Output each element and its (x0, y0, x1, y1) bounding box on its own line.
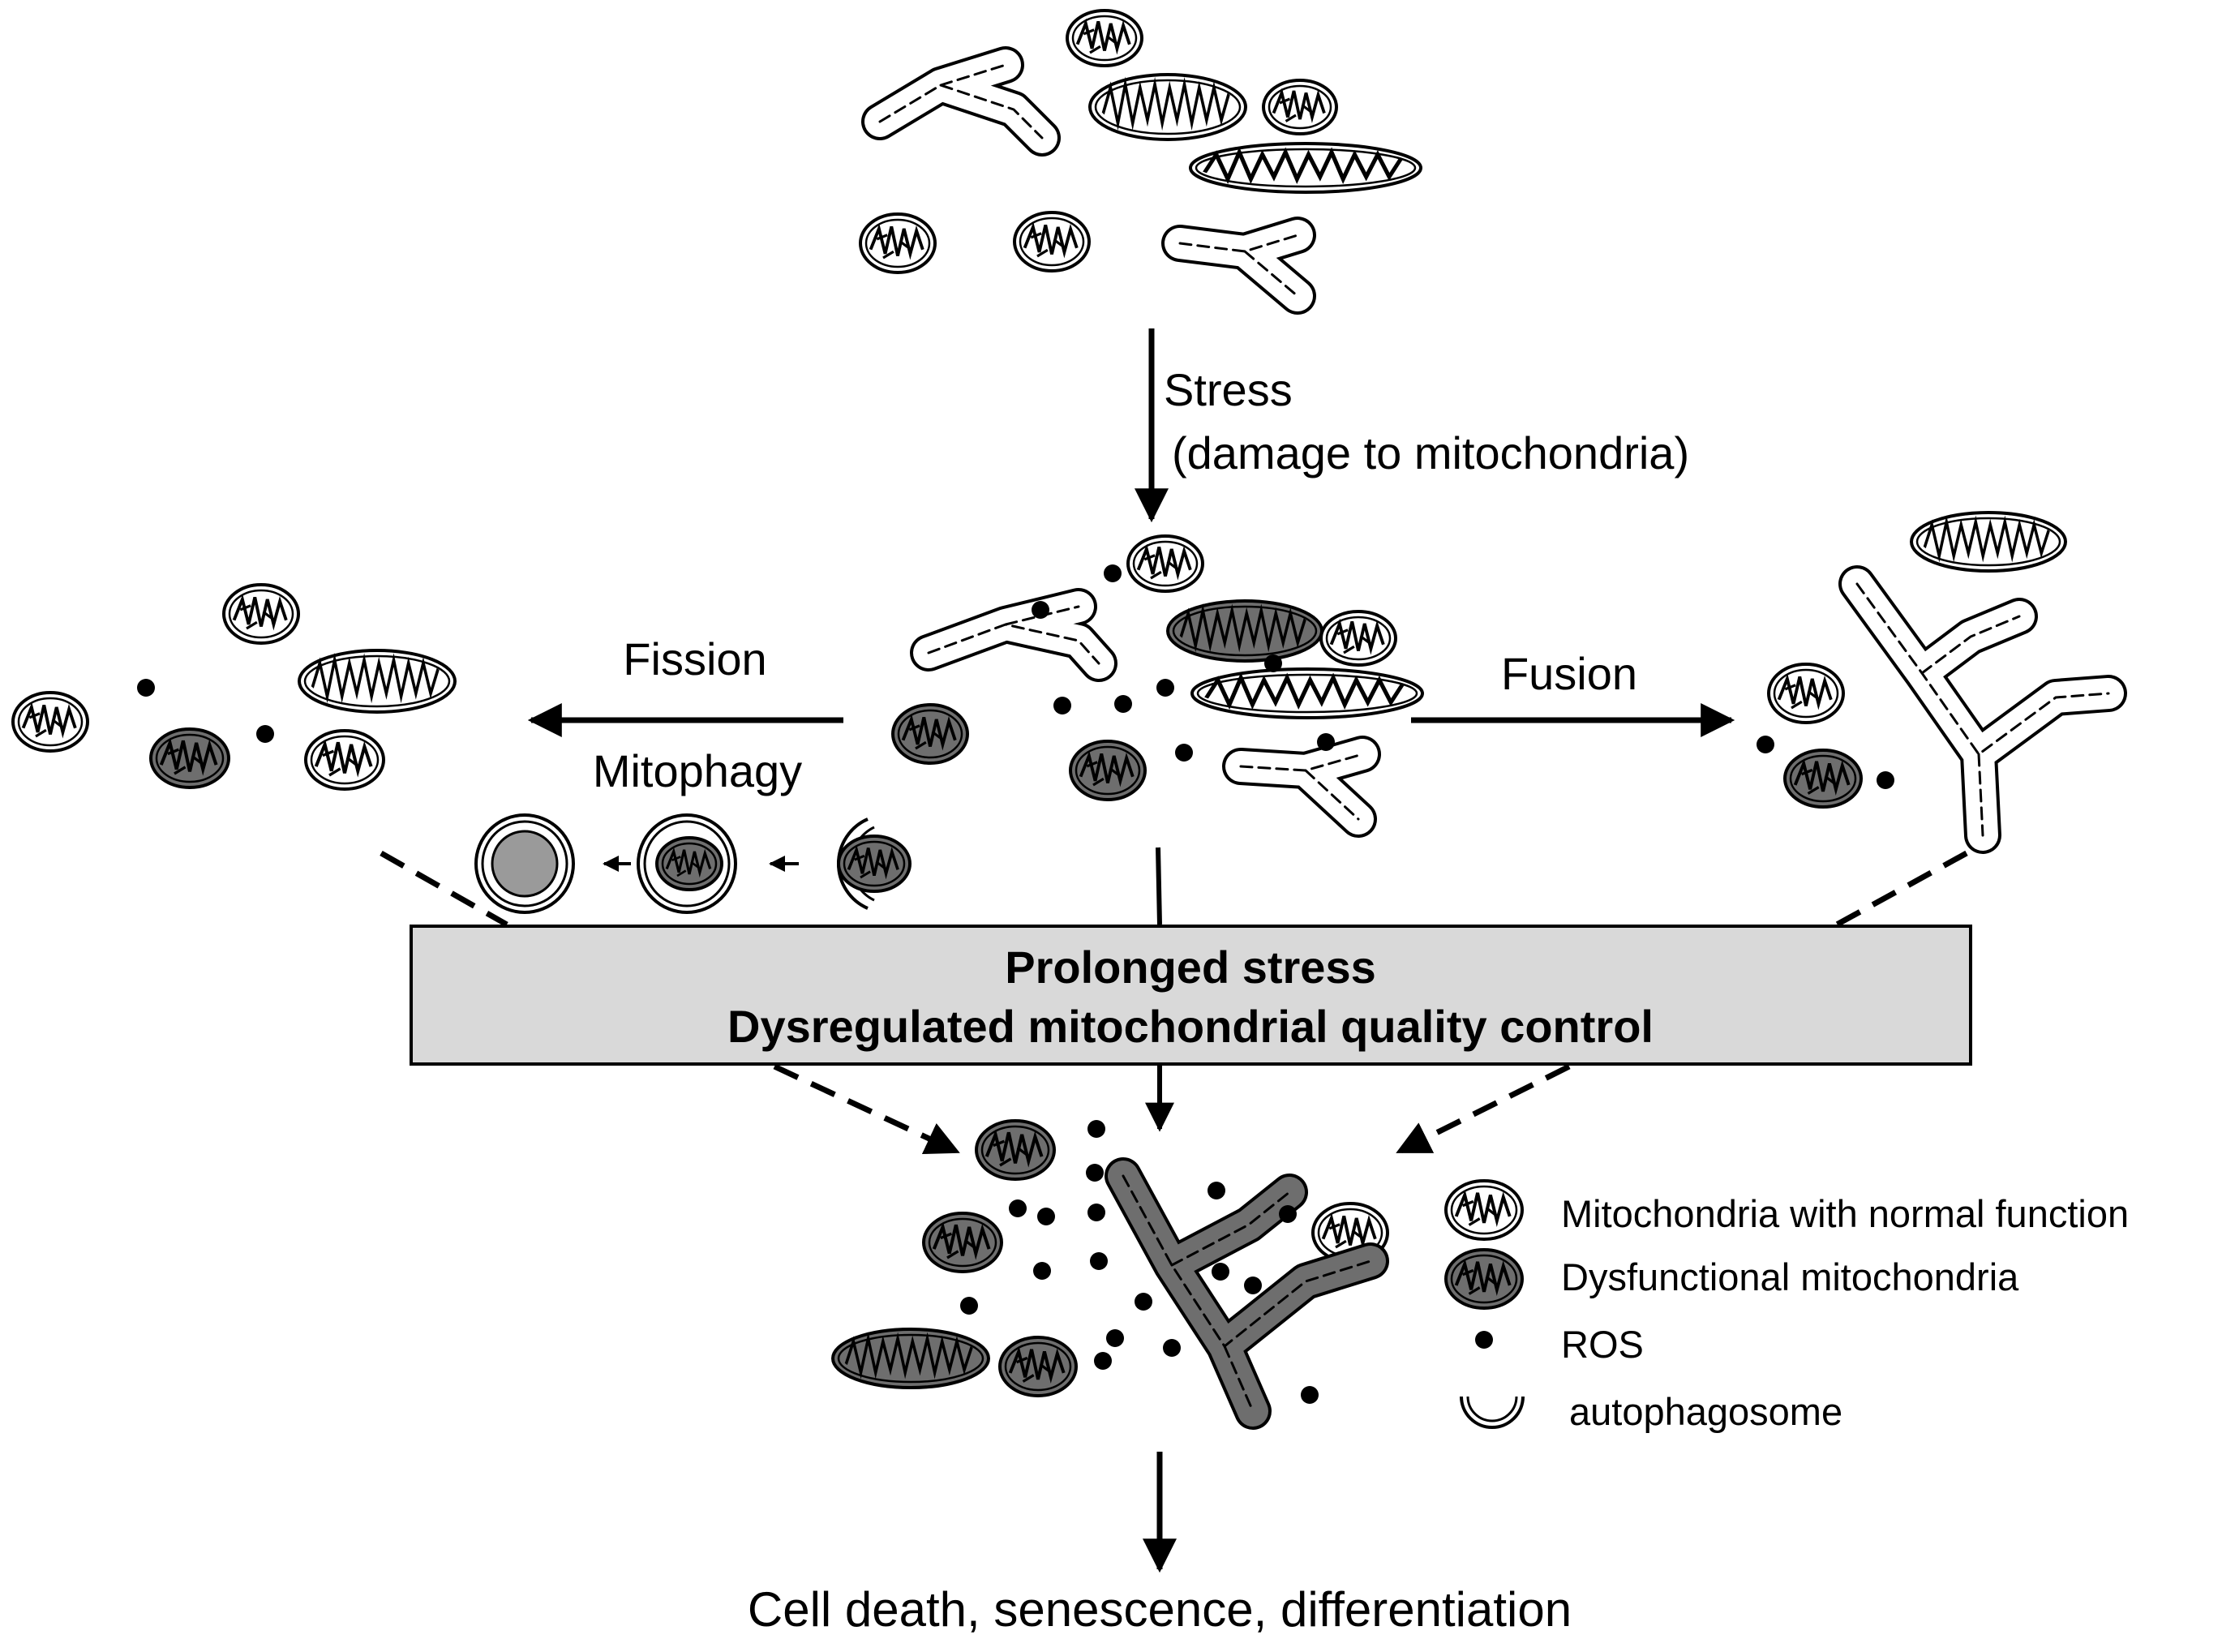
branched-mitochondrion-center-left (910, 588, 1117, 682)
ros-dot (1244, 1277, 1262, 1294)
normal-mitochondrion (1910, 511, 2067, 573)
legend-label-normal: Mitochondria with normal function (1561, 1192, 2129, 1235)
ros-dot (1175, 744, 1193, 762)
dashed-right-upper (1835, 850, 1968, 928)
engulfed-mitochondrion (637, 813, 737, 914)
mitophagy-label: Mitophagy (593, 745, 802, 796)
ros-dot (137, 679, 155, 697)
legend-label-dysfunctional: Dysfunctional mitochondria (1561, 1255, 2019, 1298)
normal-mitochondrion (859, 212, 937, 274)
legend: Mitochondria with normal function Dysfun… (1561, 1192, 2129, 1433)
ros-dot (1086, 1164, 1104, 1182)
ros-dot (960, 1297, 978, 1315)
elongated-mitochondrion (1189, 142, 1422, 194)
dysfunctional-mitochondrion (998, 1336, 1078, 1397)
ros-dot (1053, 697, 1071, 714)
dysfunctional-mitochondrion (891, 703, 969, 765)
autolysosome (474, 813, 575, 914)
normal-mitochondrion-icon (1444, 1179, 1524, 1241)
branched-mitochondrion-top-right (1161, 217, 1316, 315)
fission-label: Fission (623, 633, 766, 684)
ros-dot (1090, 1252, 1108, 1270)
dashed-right-lower-arrow (1396, 1063, 1571, 1155)
stress-sublabel: (damage to mitochondria) (1172, 427, 1689, 478)
stress-label: Stress (1164, 364, 1293, 415)
ros-dot-icon (1475, 1331, 1493, 1349)
dysfunctional-mitochondrion (149, 727, 230, 789)
ros-dot (256, 725, 274, 743)
normal-mitochondrion (1767, 663, 1845, 724)
dysfunctional-mitochondrion (1166, 599, 1323, 663)
ros-dot (1208, 1182, 1225, 1199)
branched-mitochondrion-center-right (1222, 736, 1381, 838)
autophagosome-icon (1460, 1396, 1525, 1429)
ros-dot (1156, 679, 1174, 697)
ros-dot (1094, 1352, 1112, 1370)
dysfunctional-mitochondrion (831, 1328, 990, 1389)
normal-mitochondrion (11, 691, 89, 753)
outcome-label: Cell death, senescence, differentiation (748, 1582, 1572, 1637)
normal-mitochondrion (1319, 610, 1397, 667)
dysfunctional-mitochondrion (837, 835, 912, 893)
elongated-mitochondrion (1190, 667, 1424, 719)
normal-mitochondrion (1262, 79, 1338, 135)
ros-dot (1033, 1262, 1051, 1280)
dysfunctional-mitochondrion (655, 836, 723, 891)
branched-mitochondrion-top-left (861, 46, 1061, 157)
box-title-line2: Dysregulated mitochondrial quality contr… (727, 1001, 1654, 1052)
ros-dot (1317, 733, 1335, 751)
ros-dot (1037, 1208, 1055, 1225)
center-connector (1156, 847, 1162, 925)
ros-dot (1032, 601, 1049, 619)
dysfunctional-mitochondrion (1783, 749, 1863, 809)
dashed-left-lower-arrow (773, 1063, 960, 1155)
normal-mitochondrion (304, 729, 385, 791)
dysfunctional-mitochondrion-icon (1444, 1248, 1524, 1310)
dysfunctional-mitochondrion (922, 1212, 1003, 1273)
ros-dot (1163, 1339, 1181, 1357)
legend-label-autophagosome: autophagosome (1569, 1390, 1842, 1433)
quality-control-box (410, 925, 1972, 1066)
ros-dot (1877, 771, 1894, 789)
box-title-line1: Prolonged stress (1005, 942, 1375, 993)
dashed-left-upper (380, 850, 508, 928)
normal-mitochondrion (222, 583, 300, 645)
ros-dot (1279, 1205, 1297, 1223)
fusion-label: Fusion (1501, 648, 1637, 699)
normal-mitochondrion (1066, 9, 1143, 67)
ros-dot (1757, 736, 1774, 753)
legend-label-ros: ROS (1561, 1323, 1644, 1366)
ros-dot (1212, 1263, 1229, 1281)
ros-dot (1087, 1204, 1105, 1221)
normal-mitochondrion (1013, 211, 1091, 272)
ros-dot (1135, 1293, 1152, 1311)
ros-dot (1301, 1386, 1319, 1404)
normal-mitochondrion (1126, 534, 1204, 593)
normal-mitochondrion (1088, 73, 1247, 141)
ros-dot (1009, 1199, 1027, 1217)
ros-dot (1264, 654, 1282, 672)
ros-dot (1106, 1329, 1124, 1347)
normal-mitochondrion (298, 649, 457, 714)
dysfunctional-mitochondrion (975, 1119, 1056, 1181)
ros-dot (1087, 1120, 1105, 1138)
fused-mitochondrial-network (1838, 565, 2127, 854)
dysfunctional-mitochondrion (1069, 740, 1147, 801)
dysfunctional-mitochondrial-network (1105, 1157, 1389, 1430)
ros-dot (1114, 695, 1132, 713)
ros-dot (1104, 564, 1122, 582)
